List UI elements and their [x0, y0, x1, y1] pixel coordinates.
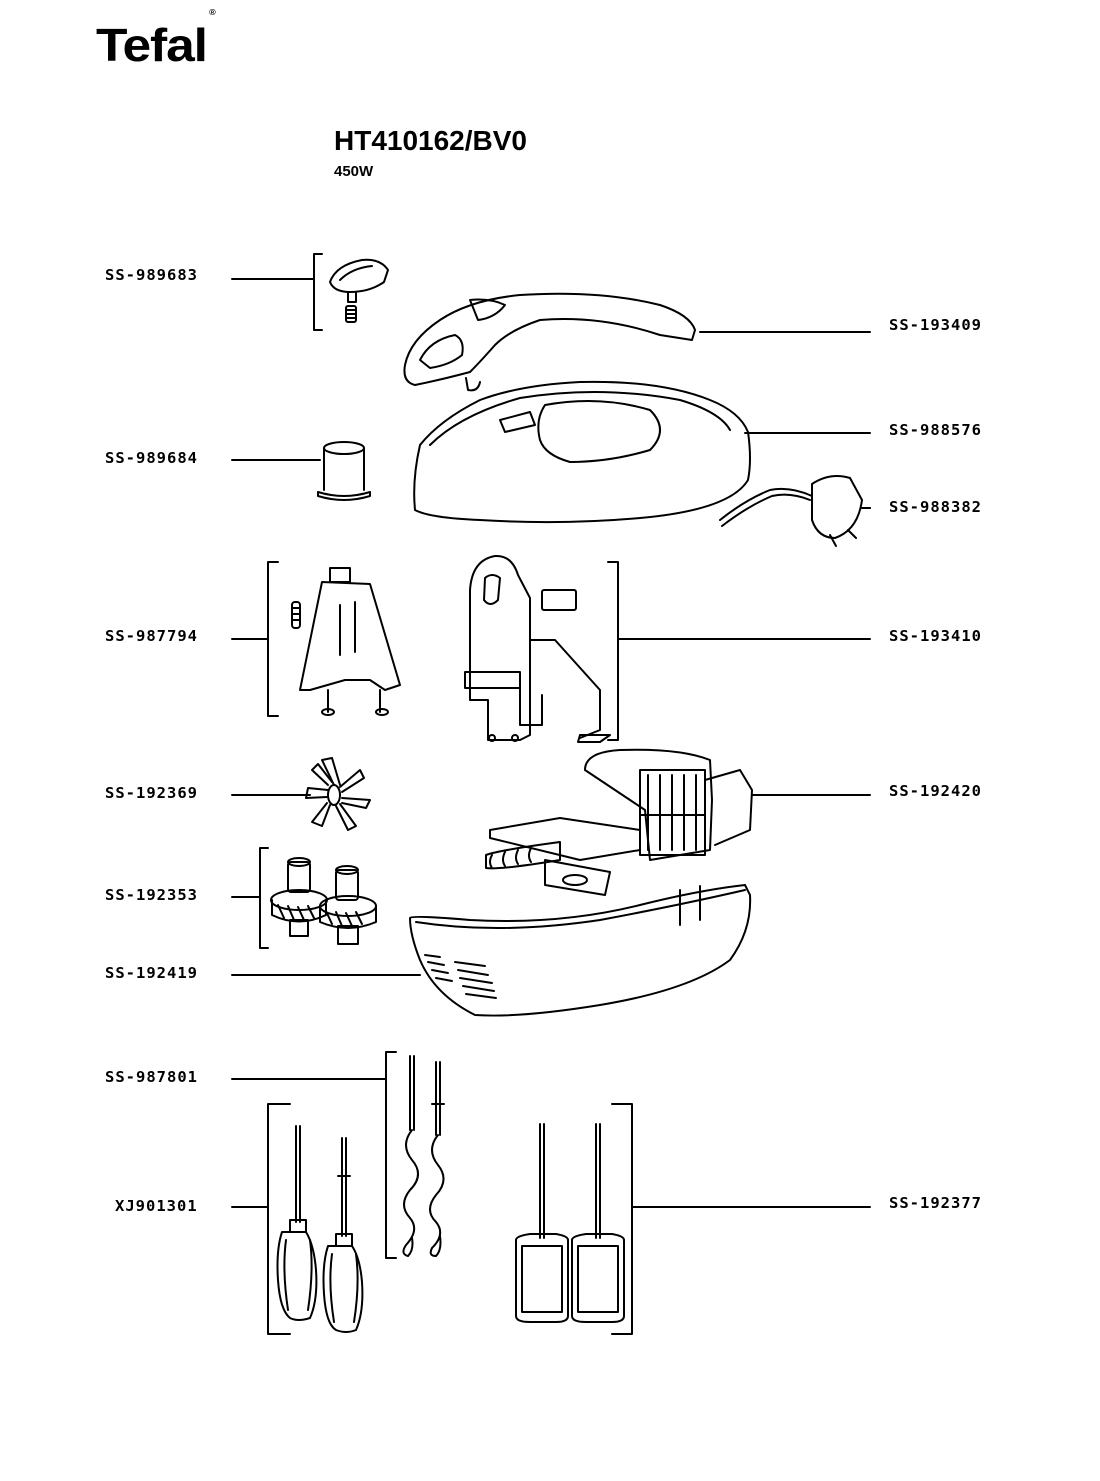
leader-circuit-board	[607, 561, 871, 741]
speed-selector-icon	[329, 258, 389, 323]
dough-hooks-icon	[402, 1055, 445, 1257]
part-label-speed-selector: SS-989683	[105, 266, 198, 284]
circuit-board-icon	[464, 554, 611, 743]
part-label-dough-hooks: SS-987801	[105, 1068, 198, 1086]
beaters-icon	[515, 1123, 625, 1323]
leader-gear-pair	[231, 847, 269, 949]
part-label-motor: SS-192420	[889, 782, 982, 800]
leader-switch-bracket	[231, 561, 279, 717]
part-label-top-housing: SS-988576	[889, 421, 982, 439]
brand-logo: Tefal®	[96, 8, 216, 71]
leader-lines	[231, 253, 871, 1335]
part-label-eject-button: SS-989684	[105, 449, 198, 467]
leader-dough-hooks	[231, 1051, 397, 1259]
leader-beaters	[611, 1103, 871, 1335]
top-housing-icon	[413, 380, 751, 524]
part-label-power-cord: SS-988382	[889, 498, 982, 516]
part-label-handle: SS-193409	[889, 316, 982, 334]
part-label-whisks: XJ901301	[115, 1197, 198, 1215]
part-label-beaters: SS-192377	[889, 1194, 982, 1212]
part-label-gear-pair: SS-192353	[105, 886, 198, 904]
power-cord-icon	[719, 475, 871, 547]
part-label-bottom-housing: SS-192419	[105, 964, 198, 982]
model-number: HT410162/BV0	[334, 125, 528, 156]
whisks-icon	[276, 1125, 364, 1333]
part-label-circuit-board: SS-193410	[889, 627, 982, 645]
trademark-symbol: ®	[209, 7, 216, 17]
switch-bracket-icon	[291, 567, 401, 716]
leader-speed-selector	[231, 253, 323, 331]
motor-icon	[485, 748, 753, 896]
gear-pair-icon	[270, 857, 377, 945]
handle-icon	[403, 292, 696, 392]
bottom-housing-icon	[409, 884, 752, 1017]
power-rating: 450W	[334, 163, 374, 180]
cooling-fan-icon	[305, 757, 371, 831]
brand-name: Tefal	[96, 19, 208, 71]
part-label-switch-bracket: SS-987794	[105, 627, 198, 645]
leader-whisks	[231, 1103, 291, 1335]
eject-button-icon	[317, 441, 371, 501]
part-label-cooling-fan: SS-192369	[105, 784, 198, 802]
